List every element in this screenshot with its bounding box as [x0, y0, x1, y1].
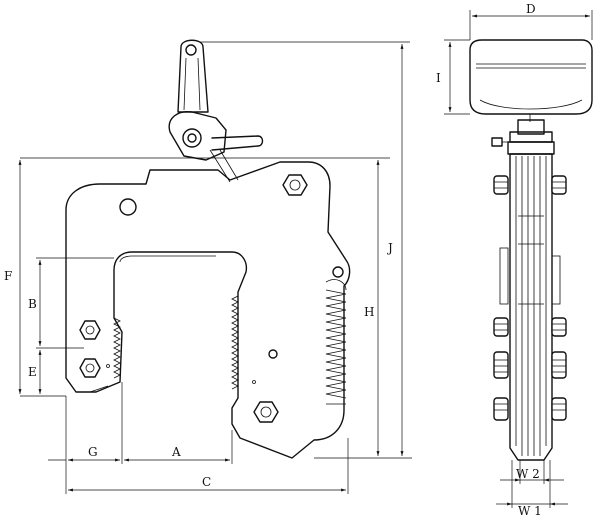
side-plates: [499, 153, 561, 461]
extension-lines: [20, 41, 412, 494]
label-F: F: [4, 269, 12, 283]
label-I: I: [436, 71, 441, 85]
hex-nut-left-lower: [79, 358, 101, 378]
side-shackle: [469, 39, 593, 122]
lifting-shackle: [177, 39, 209, 113]
label-G: G: [88, 445, 98, 459]
side-bolts: [493, 175, 567, 421]
body-hole: [119, 198, 137, 216]
dimension-lines: [18, 44, 404, 492]
label-E: E: [28, 365, 37, 379]
label-J: J: [386, 241, 393, 255]
hex-nut-top: [282, 174, 308, 196]
label-B: B: [28, 297, 37, 311]
label-H: H: [364, 305, 374, 319]
side-view: D I W 2 W 1: [436, 2, 593, 518]
label-A: A: [171, 445, 181, 459]
label-C: C: [202, 475, 211, 489]
jaw-teeth-left: [113, 317, 121, 379]
jaw-teeth-right: [231, 295, 239, 390]
side-extension-lines: [444, 10, 593, 508]
label-D: D: [526, 2, 536, 16]
spring-pack: [325, 279, 347, 405]
clamp-body: [65, 161, 351, 459]
side-hub: [491, 119, 555, 155]
hex-nut-bottom: [253, 401, 279, 423]
label-W1: W 1: [518, 504, 542, 518]
small-pin: [268, 349, 278, 359]
hex-nut-left-upper: [79, 320, 101, 340]
front-view: F B E H J G A C: [4, 39, 412, 494]
spring-pin: [332, 266, 344, 278]
cam-lever: [168, 111, 264, 183]
label-W2: W 2: [516, 467, 540, 481]
